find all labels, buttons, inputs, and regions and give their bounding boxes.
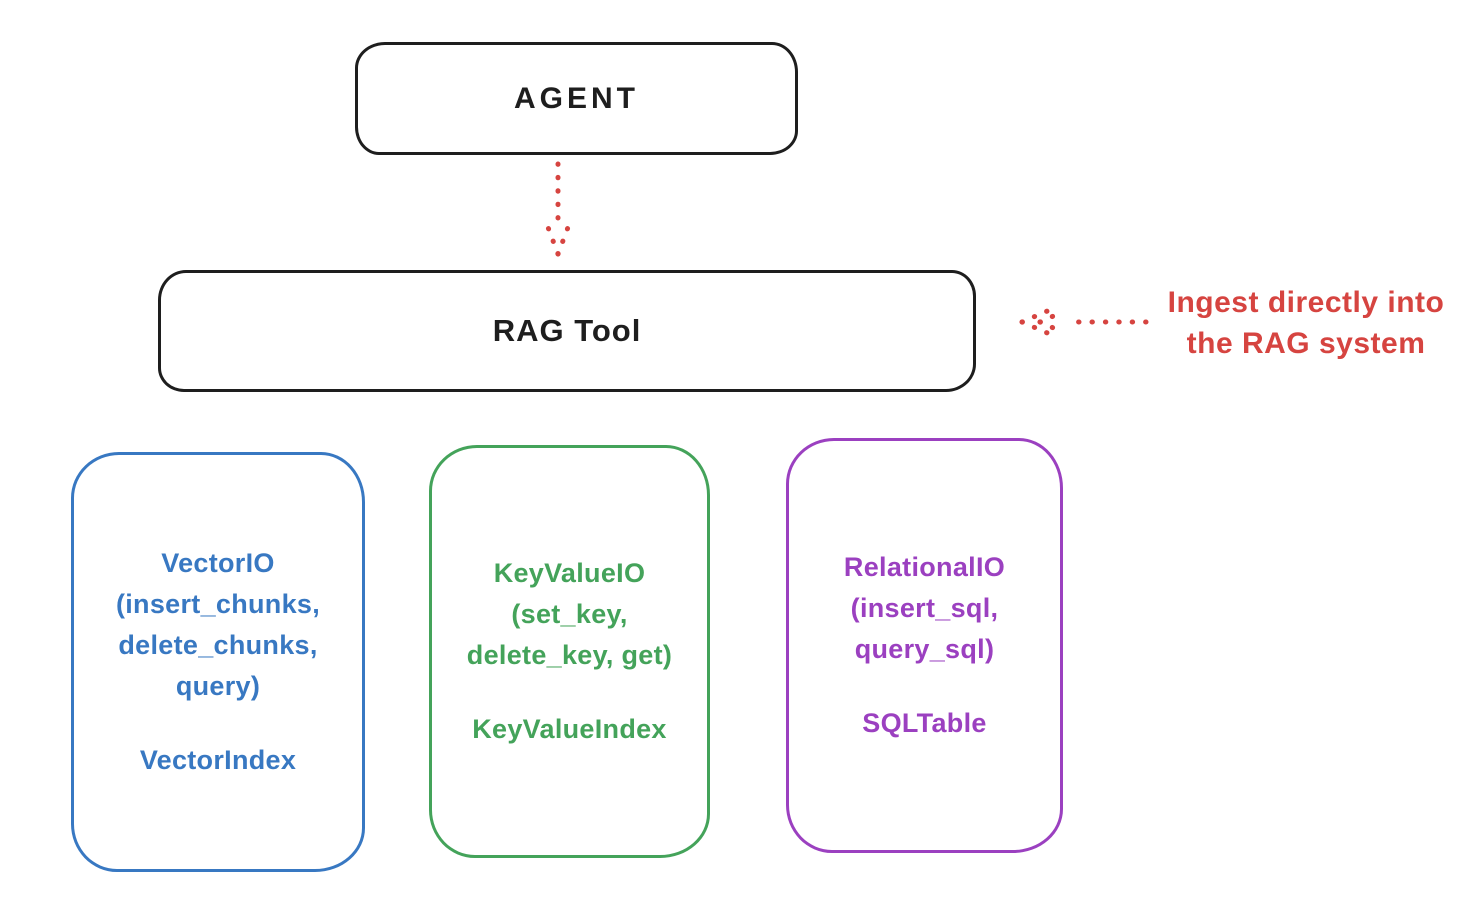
arrowhead-inner-bottom-wing — [1037, 319, 1061, 333]
sql-table-label: SQLTable — [862, 708, 987, 738]
agent-box: AGENT — [355, 42, 798, 155]
vector-io-line: delete_chunks, — [118, 630, 318, 660]
keyvalue-io-methods: KeyValueIO (set_key, delete_key, get) — [467, 553, 672, 676]
keyvalue-index-label: KeyValueIndex — [472, 714, 667, 744]
keyvalue-io-line: KeyValueIO — [493, 558, 646, 588]
annotation-to-ragtool-arrow-icon — [1019, 306, 1149, 338]
vector-index-label: VectorIndex — [139, 745, 297, 775]
arrowhead-left-wing — [543, 219, 561, 257]
rag-tool-label: RAG Tool — [492, 313, 642, 348]
keyvalue-io-line: delete_key, get) — [466, 640, 673, 670]
arrowhead-top-wing — [1019, 306, 1055, 325]
arrowhead-bottom-wing — [1019, 319, 1055, 338]
keyvalue-io-box: KeyValueIO (set_key, delete_key, get) Ke… — [429, 445, 710, 858]
keyvalue-io-line: (set_key, — [511, 599, 628, 629]
ingest-annotation: Ingest directly into the RAG system — [1140, 282, 1472, 364]
relational-io-line: query_sql) — [854, 634, 995, 664]
agent-label: AGENT — [514, 81, 639, 115]
relational-io-line: (insert_sql, — [850, 593, 999, 623]
rag-tool-box: RAG Tool — [158, 270, 976, 392]
ingest-annotation-line1: Ingest directly into — [1167, 286, 1445, 319]
vector-io-line: (insert_chunks, — [115, 589, 321, 619]
vector-io-box: VectorIO (insert_chunks, delete_chunks, … — [71, 452, 365, 872]
vector-io-line: query) — [175, 671, 261, 701]
vector-io-line: VectorIO — [161, 548, 275, 578]
vector-io-methods: VectorIO (insert_chunks, delete_chunks, … — [116, 543, 320, 707]
arrowhead-inner-top-wing — [1037, 311, 1061, 325]
ingest-annotation-line2: the RAG system — [1186, 327, 1426, 360]
relational-io-methods: RelationalIO (insert_sql, query_sql) — [844, 547, 1005, 670]
arrowhead-right-wing — [555, 219, 573, 257]
relational-io-box: RelationalIO (insert_sql, query_sql) SQL… — [786, 438, 1063, 853]
relational-io-line: RelationalIO — [843, 552, 1006, 582]
agent-to-ragtool-arrow-icon — [543, 161, 573, 257]
